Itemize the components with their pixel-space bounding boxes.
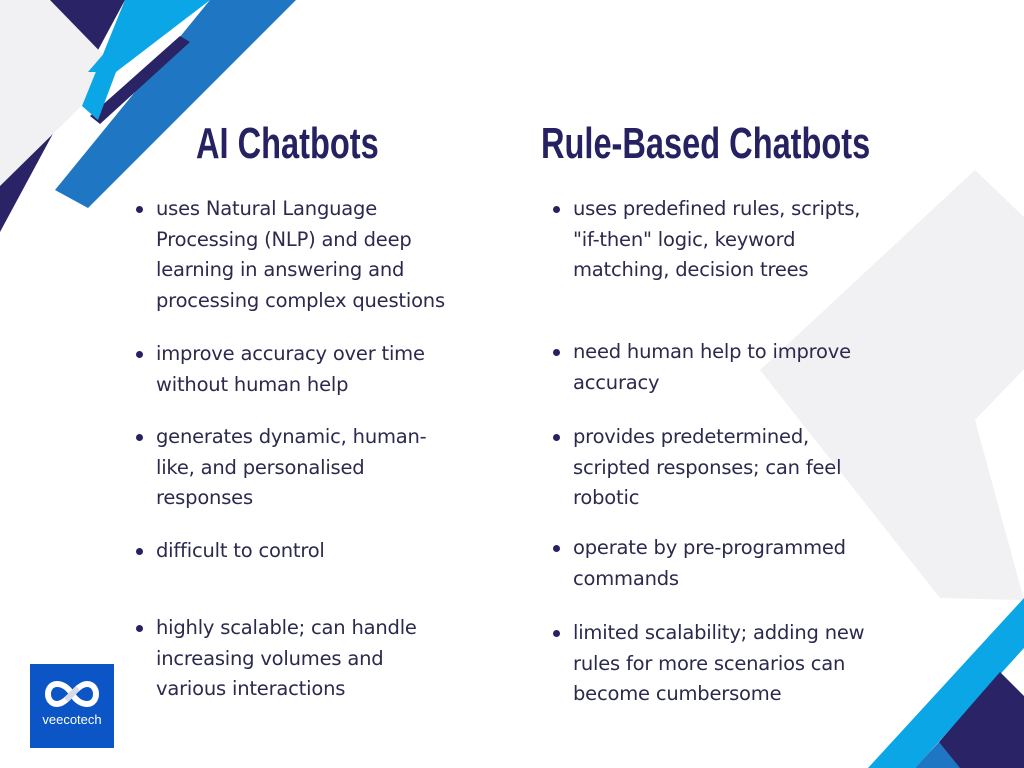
veecotech-logo: veecotech [30,664,114,748]
ai-chatbots-heading: AI Chatbots [196,119,379,168]
ai-item-responses: generates dynamic, human- like, and pers… [136,422,427,514]
infinity-icon [45,680,99,708]
ai-item-control: difficult to control [136,536,325,567]
rule-based-chatbots-heading: Rule-Based Chatbots [541,119,871,168]
ai-item-accuracy: improve accuracy over time without human… [136,339,425,400]
rule-item-responses: provides predetermined, scripted respons… [553,422,842,514]
bullet-dot [136,548,143,555]
navy-stripe-topleft [90,36,190,124]
rule-item-commands: operate by pre-programmed commands [553,533,846,594]
ai-item-nlp: uses Natural Language Processing (NLP) a… [136,194,445,316]
navy-triangle-bottomright [938,672,1024,768]
rule-item-predefined: uses predefined rules, scripts, "if-then… [553,194,860,286]
cyan-band-bottomright [868,598,1024,768]
brand-name: veecotech [42,712,102,727]
gray-square-topleft [0,0,118,186]
bullet-dot [553,545,560,552]
bullet-dot [553,206,560,213]
blue-piece-bottomright [915,742,960,768]
navy-band-topleft [0,0,125,232]
bullet-dot [553,630,560,637]
bullet-dot [136,625,143,632]
blue-band-topleft [55,0,296,208]
cyan-band-topleft [82,0,210,120]
bullet-dot [136,434,143,441]
rule-item-scalability: limited scalability; adding new rules fo… [553,618,865,710]
bullet-dot [553,434,560,441]
bullet-dot [553,349,560,356]
ai-item-scalability: highly scalable; can handle increasing v… [136,613,417,705]
bullet-dot [136,351,143,358]
rule-item-accuracy: need human help to improve accuracy [553,337,851,398]
bullet-dot [136,206,143,213]
